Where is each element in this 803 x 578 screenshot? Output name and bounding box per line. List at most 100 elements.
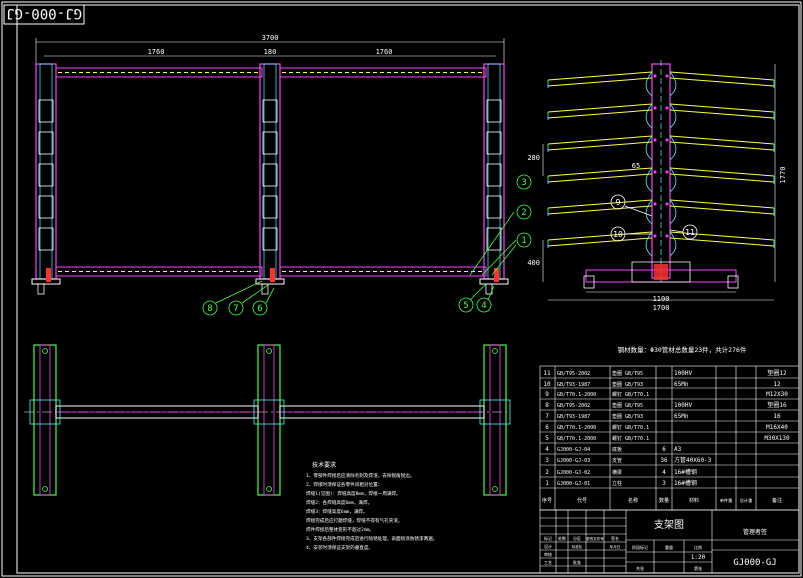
bom-cell-no: 10 bbox=[543, 381, 551, 388]
bom-cell-note: M12X30 bbox=[766, 391, 788, 398]
title-block-scale: 1:20 bbox=[691, 554, 706, 561]
notes-line-5: 焊缝3：焊缝高度6mm，满焊。 bbox=[306, 508, 368, 515]
tb-label-process: 工艺 bbox=[544, 560, 552, 565]
bom-cell-name: 螺钉 GB/T70.1 bbox=[612, 391, 649, 398]
tb-label-scale: 比例 bbox=[694, 544, 702, 550]
bom-header-code: 代号 bbox=[577, 497, 587, 504]
callout-4: 4 bbox=[481, 301, 486, 311]
callout-5: 5 bbox=[463, 301, 468, 311]
bom-cell-code: GJ000-GJ-01 bbox=[557, 481, 590, 487]
bom-cell-note: 垫圈16 bbox=[767, 401, 787, 409]
bom-cell-note: M30X130 bbox=[764, 435, 790, 442]
bom-cell-code: GJ000-GJ-02 bbox=[557, 470, 590, 476]
bom-cell-qty: 36 bbox=[660, 457, 668, 464]
bom-cell-note: M16X40 bbox=[766, 424, 788, 431]
tb-label-sheet: 第张 bbox=[694, 565, 702, 571]
bom-cell-name: 垫圈 GB/T93 bbox=[612, 413, 643, 420]
notes-line-8: 3、支架各部件焊接完成后进行除锈处理，表面喷涂防锈漆两遍。 bbox=[306, 535, 437, 542]
notes-line-6: 焊接完成后应打磨焊缝，焊缝不得有气孔夹渣。 bbox=[306, 517, 402, 524]
bom-row: 9 GB/T70.1-2000 螺钉 GB/T70.1 M12X30 bbox=[545, 391, 788, 398]
bom-header-total-weight: 总计重 bbox=[740, 497, 753, 504]
callout-9: 9 bbox=[616, 198, 621, 207]
dim-base-width: 1700 bbox=[653, 304, 670, 312]
bom-header-note: 备注 bbox=[772, 497, 782, 504]
bom-row: 11 GB/T95-2002 垫圈 GB/T95 100HV 垫圈12 bbox=[543, 369, 787, 377]
bom-cell-code: GJ000-GJ-04 bbox=[557, 447, 590, 453]
bom-row: 4 GJ000-GJ-04 底板 6 A3 bbox=[545, 446, 681, 453]
bom-cell-mat: 16#槽钢 bbox=[674, 468, 697, 476]
bom-cell-code: GB/T95-2002 bbox=[557, 403, 590, 409]
notes-title: 技术要求 bbox=[312, 461, 336, 469]
bom-cell-no: 4 bbox=[545, 446, 549, 453]
bom-cell-no: 6 bbox=[545, 424, 549, 431]
callout-1: 1 bbox=[521, 236, 526, 246]
bom-cell-code: GJ000-GJ-03 bbox=[557, 458, 590, 464]
tb-label-standard: 标准化 bbox=[572, 544, 583, 549]
bom-row: 6 GB/T70.1-2000 螺钉 GB/T70.1 M16X40 bbox=[545, 424, 788, 431]
bom-cell-no: 9 bbox=[545, 391, 549, 398]
bom-cell-name: 垫圈 GB/T93 bbox=[612, 381, 643, 388]
notes-line-3: 焊缝1(见图)：焊缝高度8mm，焊接一周满焊。 bbox=[306, 490, 401, 497]
bom-cell-name: 螺钉 GB/T70.1 bbox=[612, 424, 649, 431]
stamp-box bbox=[3, 4, 85, 25]
bom-cell-name: 底板 bbox=[612, 446, 622, 453]
bom-cell-no: 3 bbox=[545, 457, 549, 464]
bom-cell-name: 垫圈 GB/T95 bbox=[612, 402, 643, 409]
bom-cell-code: GB/T93-1987 bbox=[557, 414, 590, 420]
dim-arm: 65 bbox=[632, 162, 640, 170]
bom-cell-no: 8 bbox=[545, 402, 549, 409]
bom-cell-code: GB/T70.1-2000 bbox=[557, 425, 596, 431]
bom-cell-note: 16 bbox=[773, 413, 781, 420]
dim-inner-width: 1100 bbox=[653, 295, 670, 303]
bom-cell-mat: 65Mn bbox=[674, 381, 689, 388]
title-block-labels: 标记 处数 分区 更改文件号 签名 年月日 设计 标准化 审核 工艺 批准 阶段… bbox=[544, 535, 702, 571]
bom-cell-code: GB/T70.1-2000 bbox=[557, 436, 596, 442]
notes-line-4: 焊缝2：各焊缝高度6mm，满焊。 bbox=[306, 499, 372, 506]
bom-cell-name: 立柱 bbox=[612, 480, 622, 487]
bom-cell-no: 5 bbox=[545, 435, 549, 442]
tb-label-mark: 标记 bbox=[544, 535, 552, 541]
bom-cell-no: 1 bbox=[545, 480, 549, 487]
tb-label-date: 年月日 bbox=[610, 544, 621, 549]
notes-line-2: 2、焊接时须保证各零件间相对位置： bbox=[306, 481, 382, 488]
drawing-stamp: GJ-000-GJ bbox=[6, 5, 82, 21]
bom-header-qty: 数量 bbox=[659, 497, 669, 504]
dim-height: 1770 bbox=[779, 167, 787, 184]
bom-cell-name: 垫圈 GB/T95 bbox=[612, 370, 643, 377]
tb-label-zone: 分区 bbox=[573, 535, 581, 541]
material-note: 钢材数量：Φ30管材总数量23件，共计276件 bbox=[618, 345, 747, 354]
tb-label-change: 更改文件号 bbox=[586, 536, 604, 541]
bom-cell-name: 螺钉 GB/T70.1 bbox=[612, 435, 649, 442]
bom-row: 5 GB/T70.1-2000 螺钉 GB/T70.1 M30X130 bbox=[545, 435, 790, 442]
dim-bottom: 400 bbox=[527, 259, 540, 267]
tb-label-sheets: 共张 bbox=[636, 565, 644, 571]
callout-6: 6 bbox=[257, 304, 262, 314]
bom-cell-note: 垫圈12 bbox=[767, 369, 787, 377]
bom-cell-qty: 6 bbox=[662, 446, 666, 453]
callout-8: 8 bbox=[207, 304, 212, 314]
tb-label-design: 设计 bbox=[544, 543, 552, 549]
tb-label-count: 处数 bbox=[558, 535, 566, 541]
bom-header-mat: 材料 bbox=[689, 497, 699, 504]
bom-cell-no: 11 bbox=[543, 370, 551, 377]
bom-cell-mat: A3 bbox=[674, 446, 682, 453]
bom-cell-no: 7 bbox=[545, 413, 549, 420]
bom-cell-mat: 方管40X60-3 bbox=[674, 456, 712, 464]
bom-cell-code: GB/T70.1-2000 bbox=[557, 392, 596, 398]
bom-cell-code: GB/T95-2002 bbox=[557, 371, 590, 377]
bom-cell-name: 支管 bbox=[612, 457, 622, 464]
inner-frame bbox=[16, 4, 800, 574]
notes-line-9: 4、安装时须保证支架的垂直度。 bbox=[306, 544, 373, 551]
bom-cell-code: GB/T93-1987 bbox=[557, 382, 590, 388]
bom-cell-name: 横梁 bbox=[612, 469, 622, 476]
bom-cell-mat: 100HV bbox=[674, 370, 692, 377]
callout-10: 10 bbox=[613, 230, 623, 239]
